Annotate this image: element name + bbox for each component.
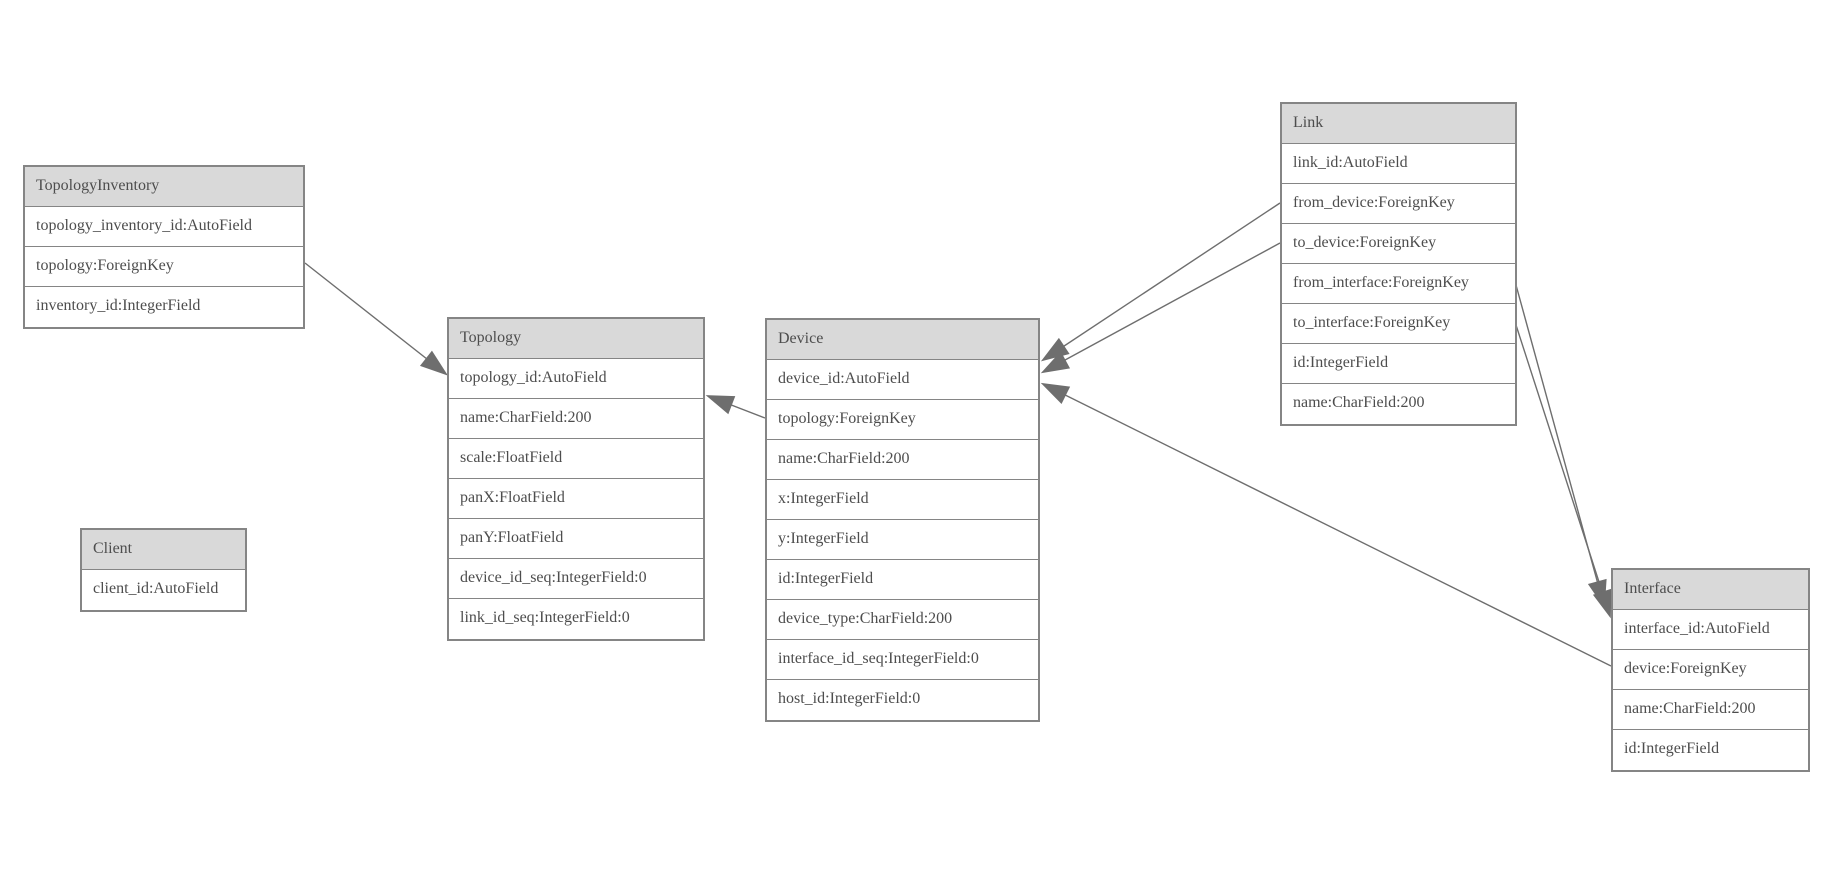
entity-field-row: device:ForeignKey [1613,650,1808,690]
entity-title: Interface [1613,570,1808,610]
entity-field-row: link_id_seq:IntegerField:0 [449,599,703,639]
entity-field-row: topology:ForeignKey [25,247,303,287]
entity-field-row: from_device:ForeignKey [1282,184,1515,224]
entity-field-row: panX:FloatField [449,479,703,519]
entity-field-row: from_interface:ForeignKey [1282,264,1515,304]
entity-field-row: topology:ForeignKey [767,400,1038,440]
entity-field-row: topology_id:AutoField [449,359,703,399]
entity-field-row: id:IntegerField [1282,344,1515,384]
entity-title: TopologyInventory [25,167,303,207]
entity-field-row: topology_inventory_id:AutoField [25,207,303,247]
edge-link-todevice-device [1040,242,1281,374]
entity-field-row: client_id:AutoField [82,570,245,610]
entity-field-row: interface_id_seq:IntegerField:0 [767,640,1038,680]
entity-field-row: inventory_id:IntegerField [25,287,303,327]
entity-field-row: name:CharField:200 [1282,384,1515,424]
entity-field-row: host_id:IntegerField:0 [767,680,1038,720]
entity-field-row: y:IntegerField [767,520,1038,560]
edge-device-topology [705,395,766,419]
edge-topologyinventory-topology [304,262,448,376]
edge-link-fromdevice-device [1040,202,1281,362]
entity-title: Link [1282,104,1515,144]
entity-field-row: interface_id:AutoField [1613,610,1808,650]
entity-field-row: id:IntegerField [767,560,1038,600]
edge-link-tointerface-interface [1515,324,1612,619]
entity-field-row: to_interface:ForeignKey [1282,304,1515,344]
entity-field-row: panY:FloatField [449,519,703,559]
entity-field-row: x:IntegerField [767,480,1038,520]
entity-title: Client [82,530,245,570]
entity-field-row: name:CharField:200 [449,399,703,439]
entity-field-row: name:CharField:200 [1613,690,1808,730]
entity-field-row: scale:FloatField [449,439,703,479]
entity-field-row: link_id:AutoField [1282,144,1515,184]
entity-field-row: device_id_seq:IntegerField:0 [449,559,703,599]
entity-title: Topology [449,319,703,359]
entity-field-row: to_device:ForeignKey [1282,224,1515,264]
edge-interface-device [1040,382,1612,667]
entity-title: Device [767,320,1038,360]
entity-field-row: id:IntegerField [1613,730,1808,770]
entity-field-row: device_type:CharField:200 [767,600,1038,640]
entity-field-row: device_id:AutoField [767,360,1038,400]
entity-field-row: name:CharField:200 [767,440,1038,480]
